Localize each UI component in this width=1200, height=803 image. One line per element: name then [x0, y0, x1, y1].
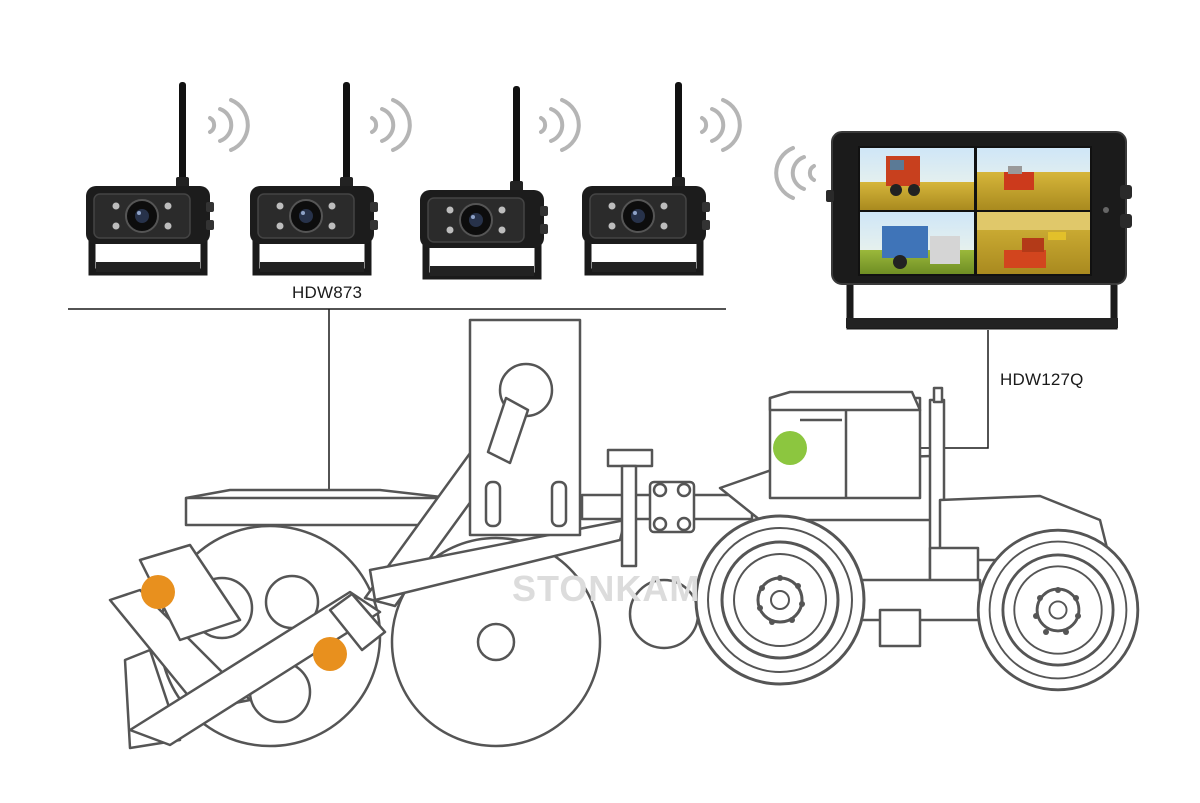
- camera-group: [86, 82, 710, 276]
- camera-position-marker: [141, 575, 175, 609]
- wifi-signal-icon: [539, 98, 581, 152]
- monitor-view-4: [977, 212, 1090, 274]
- markers: [141, 431, 807, 671]
- camera-model-label: HDW873: [292, 283, 363, 302]
- tractor-implement-illustration: [108, 318, 1140, 750]
- wifi-signal-icon: [700, 98, 742, 152]
- tractor-front-tire: [694, 514, 866, 686]
- monitor-view-2: [977, 148, 1090, 210]
- wifi-signal-icon: [208, 98, 250, 152]
- wireless-camera-3: [420, 86, 548, 276]
- wireless-camera-1: [86, 82, 214, 272]
- quad-monitor: [826, 131, 1132, 330]
- tractor-rear-tire: [976, 528, 1140, 692]
- wireless-camera-4: [582, 82, 710, 272]
- wifi-signal-icon: [370, 98, 412, 152]
- camera-position-marker: [313, 637, 347, 671]
- monitor-position-marker: [773, 431, 807, 465]
- wireless-camera-2: [250, 82, 378, 272]
- monitor-view-1: [860, 148, 974, 210]
- brand-watermark: STONKAM: [512, 568, 701, 609]
- monitor-model-label: HDW127Q: [1000, 370, 1084, 389]
- wifi-signal-icon: [774, 146, 816, 200]
- monitor-view-3: [860, 212, 974, 274]
